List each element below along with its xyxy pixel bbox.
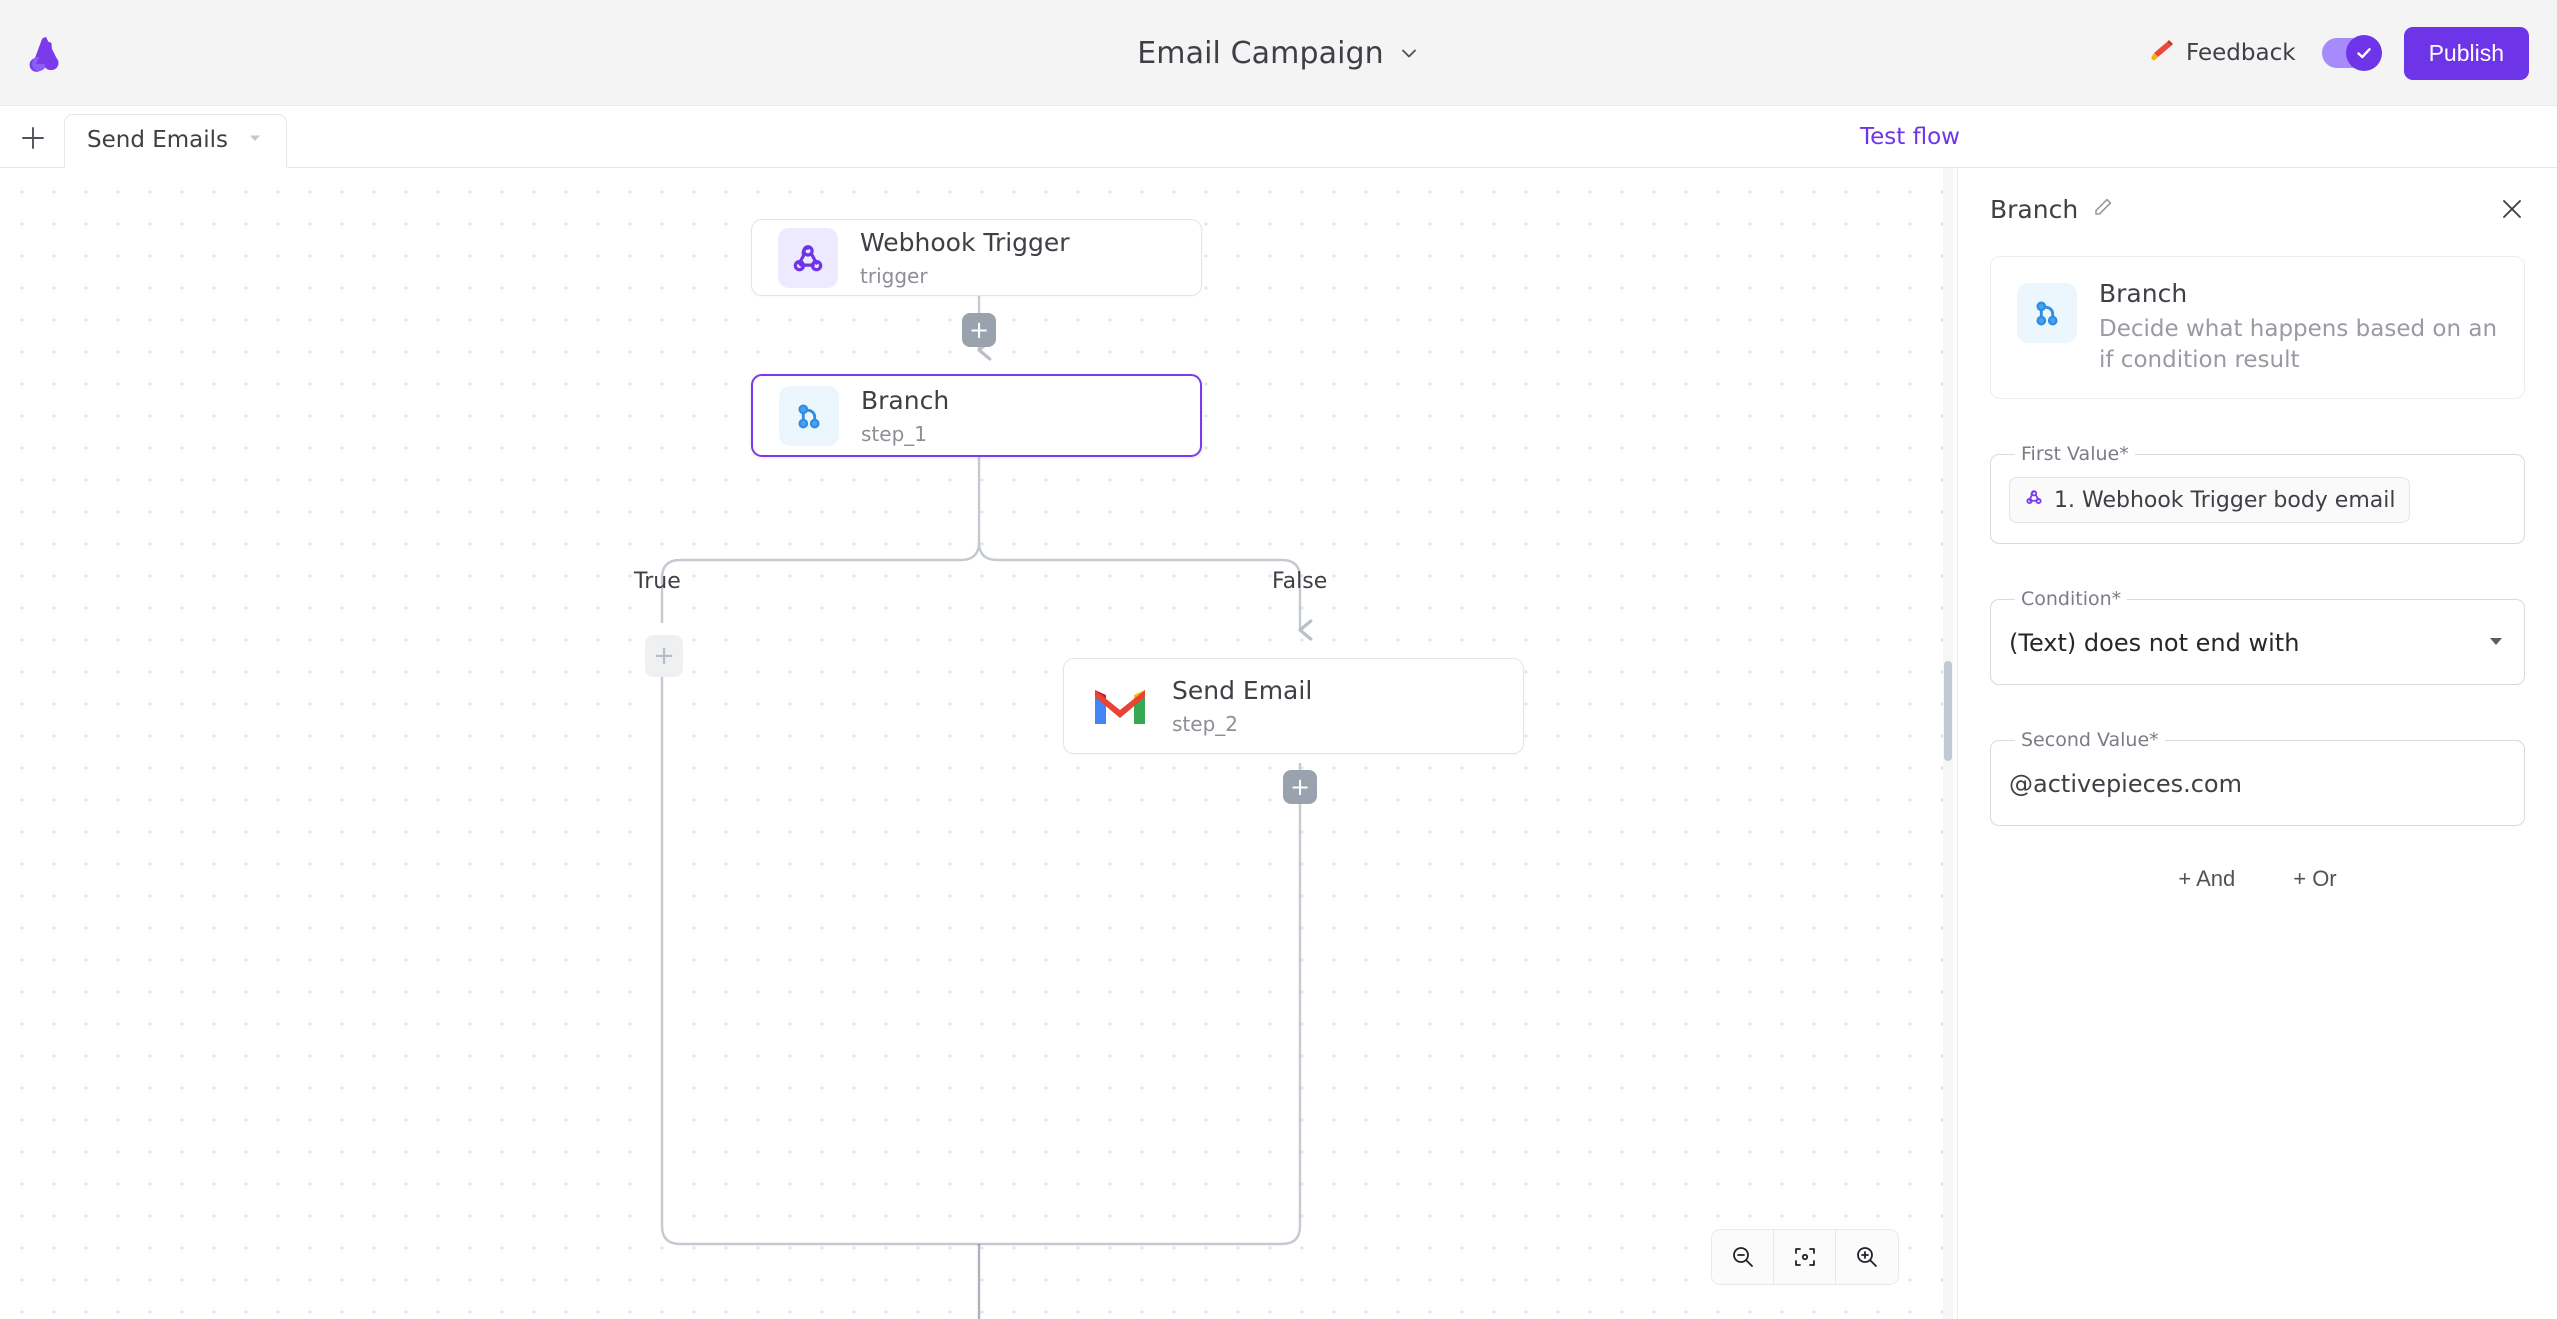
main-area: Webhook Trigger trigger + Br: [0, 168, 2557, 1319]
megaphone-icon: [2150, 37, 2176, 69]
node-branch[interactable]: Branch step_1: [751, 374, 1202, 457]
second-value-label: Second Value*: [2021, 729, 2159, 752]
node-subtitle: step_2: [1172, 712, 1238, 736]
check-icon: [2345, 35, 2382, 71]
condition-field[interactable]: Condition* (Text) does not end with: [1990, 588, 2525, 686]
add-tab-button[interactable]: [8, 113, 58, 163]
branch-icon: [779, 385, 839, 446]
first-value-label: First Value*: [2021, 443, 2129, 466]
zoom-out-icon[interactable]: [1712, 1230, 1774, 1284]
add-step-button-after-send-email[interactable]: +: [1283, 770, 1317, 804]
node-text: Branch step_1: [861, 386, 949, 446]
publish-toggle[interactable]: [2321, 35, 2382, 71]
piece-info-text: Branch Decide what happens based on an i…: [2099, 279, 2498, 376]
flow-title-group: Email Campaign: [0, 0, 2557, 106]
webhook-icon: [2024, 487, 2044, 513]
node-title: Branch: [861, 385, 950, 415]
zoom-in-icon[interactable]: [1836, 1230, 1898, 1284]
node-webhook-trigger[interactable]: Webhook Trigger trigger: [751, 219, 1202, 296]
feedback-button[interactable]: Feedback: [2150, 37, 2296, 69]
tab-send-emails[interactable]: Send Emails: [64, 114, 288, 168]
caret-down-icon[interactable]: [246, 127, 264, 153]
branch-label-true: True: [634, 569, 681, 594]
node-title: Send Email: [1172, 676, 1313, 705]
webhook-icon: [778, 227, 838, 288]
second-value-input[interactable]: @activepieces.com: [2009, 770, 2242, 799]
close-icon[interactable]: [2499, 196, 2525, 222]
chevron-down-icon[interactable]: [1398, 42, 1420, 64]
flow-tab-bar: Send Emails Test flow: [0, 106, 2557, 168]
top-bar-actions: Feedback Publish: [2150, 0, 2529, 106]
node-title: Webhook Trigger: [860, 227, 1070, 257]
first-value-chip[interactable]: 1. Webhook Trigger body email: [2009, 477, 2411, 524]
test-flow-label: Test flow: [1860, 124, 1960, 150]
feedback-label: Feedback: [2186, 40, 2296, 66]
test-flow-button[interactable]: Test flow: [1357, 106, 2557, 168]
node-text: Webhook Trigger trigger: [860, 228, 1070, 288]
panel-header: Branch: [1990, 168, 2525, 242]
branch-label-false: False: [1272, 569, 1328, 594]
flow-connectors: [660, 295, 1313, 1319]
add-and-condition-button[interactable]: + And: [2178, 866, 2236, 892]
panel-title: Branch: [1990, 194, 2079, 224]
node-subtitle: step_1: [861, 421, 927, 446]
plus-icon: +: [1289, 773, 1311, 801]
piece-description: Decide what happens based on an if condi…: [2099, 316, 2498, 374]
node-text: Send Email step_2: [1172, 676, 1312, 736]
page-title[interactable]: Email Campaign: [1137, 35, 1384, 71]
canvas-scrollbar[interactable]: [1943, 168, 1953, 1319]
flow-canvas[interactable]: Webhook Trigger trigger + Br: [0, 168, 1957, 1319]
tab-label: Send Emails: [87, 127, 229, 153]
plus-icon: +: [653, 641, 675, 671]
node-send-email[interactable]: Send Email step_2: [1063, 658, 1524, 754]
add-step-button-true-branch[interactable]: +: [645, 635, 683, 677]
fit-view-icon[interactable]: [1774, 1230, 1836, 1284]
pencil-icon[interactable]: [2092, 196, 2114, 222]
first-value-chip-text: 1. Webhook Trigger body email: [2054, 487, 2396, 513]
publish-button[interactable]: Publish: [2403, 26, 2529, 80]
step-settings-panel: Branch: [1957, 168, 2557, 1319]
zoom-controls: [1711, 1229, 1899, 1285]
plus-icon: +: [968, 316, 990, 344]
piece-name: Branch: [2099, 279, 2188, 308]
add-step-button-after-trigger[interactable]: +: [962, 313, 996, 347]
branch-icon: [2017, 283, 2077, 343]
second-value-field[interactable]: Second Value* @activepieces.com: [1990, 729, 2525, 827]
condition-logic-actions: + And + Or: [1990, 866, 2525, 892]
condition-label: Condition*: [2021, 588, 2122, 611]
add-or-condition-button[interactable]: + Or: [2293, 866, 2337, 892]
top-bar: Email Campaign Feedback: [0, 0, 2557, 106]
gmail-icon: [1090, 676, 1150, 736]
activepieces-logo-icon[interactable]: [18, 24, 76, 82]
piece-info-card: Branch Decide what happens based on an i…: [1990, 256, 2525, 400]
node-subtitle: trigger: [860, 263, 928, 288]
condition-value: (Text) does not end with: [2009, 629, 2300, 658]
caret-down-icon[interactable]: [2486, 631, 2506, 655]
first-value-field[interactable]: First Value*: [1990, 443, 2525, 545]
canvas-scrollbar-thumb[interactable]: [1944, 661, 1952, 761]
